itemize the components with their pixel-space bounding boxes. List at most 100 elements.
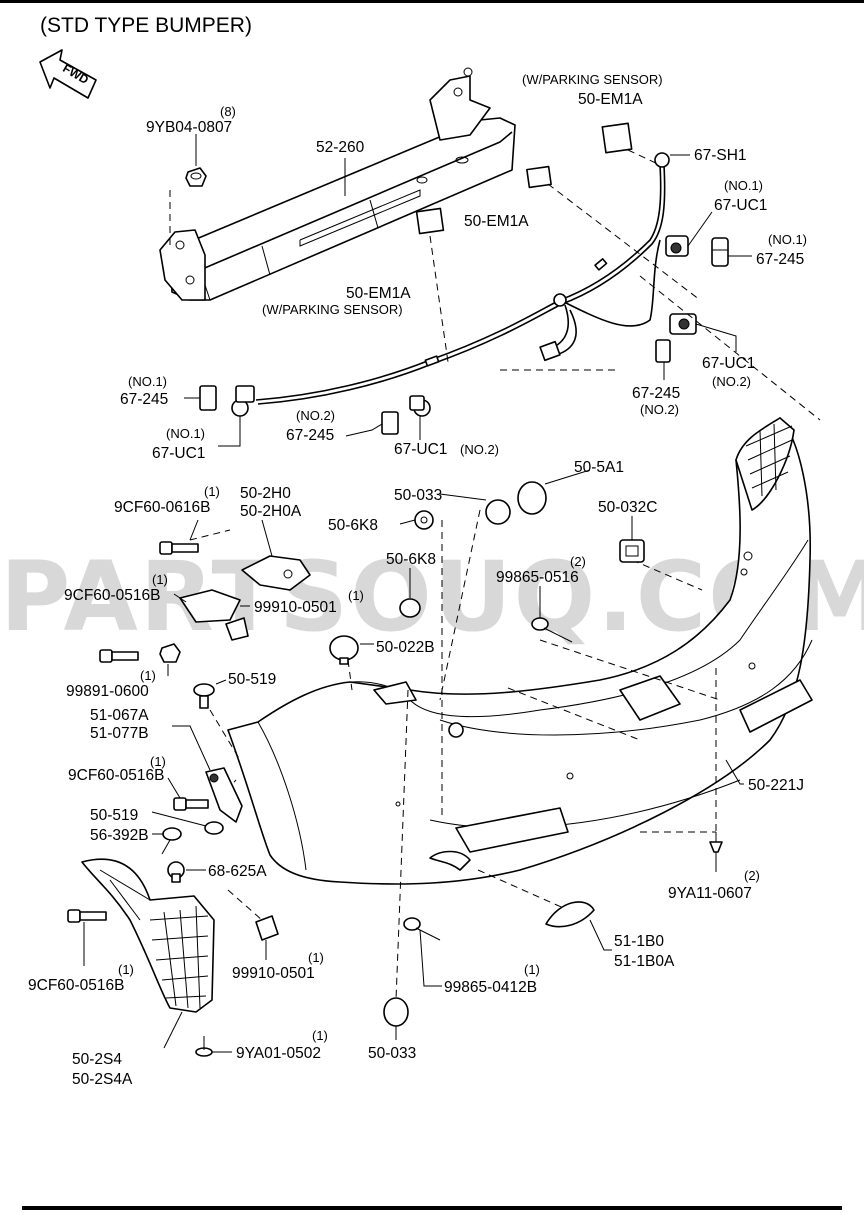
part-label: 56-392B [90,827,149,844]
foam-pad-low [415,207,445,235]
label-qty: (1) [118,962,134,977]
part-label: 67-245 [286,427,334,444]
leader-line [399,519,416,525]
cap-50-5a1 [517,481,547,515]
part-note: (W/PARKING SENSOR) [262,302,403,317]
label-qty: (1) [312,1028,328,1043]
grille-mesh-right [745,423,793,497]
part-label: 50-519 [228,671,276,688]
label-qty: (NO.2) [712,374,751,389]
sensor-left-no1 [231,385,255,417]
label-qty: (2) [744,868,760,883]
sensor-clip-left-no1 [199,385,217,411]
bolt-9cf60-0516b-b [173,797,209,811]
part-label: 67-UC1 [152,445,205,462]
parking-sensor-harness [255,152,670,405]
screw-56-392b [161,827,182,855]
screw-99865-0412b [403,917,441,941]
guide-line [227,889,263,921]
guide-line [539,639,721,701]
leader-line [695,323,737,352]
part-label: 9CF60-0516B [68,767,165,784]
screw-9ya11-0607 [709,832,723,853]
sensor-clip-mid-no2 [381,411,399,435]
mud-guard-50-2s4 [81,858,215,1013]
guide-line [631,559,703,591]
grommet-50-6k8-a [414,510,434,530]
guide-line [347,659,353,691]
leader-line [544,469,591,485]
label-qty: (1) [150,754,166,769]
part-label: 9CF60-0516B [64,587,161,604]
bracket-51-067a [205,767,243,823]
reflector-51-1b0 [545,901,595,928]
bumper-reinforcement-part [159,67,516,301]
part-label: 51-077B [90,725,149,742]
leader-line [589,919,612,951]
fwd-arrow-icon: FWD [39,49,97,99]
guide-line [209,709,241,761]
label-qty: (NO.1) [166,426,205,441]
label-qty: (NO.2) [460,442,499,457]
leader-line [439,493,487,501]
clip-99910-0501-a [225,617,249,641]
screw-9ya01-0502 [195,1036,213,1057]
nut-icon [185,167,207,187]
part-label: 99891-0600 [66,683,149,700]
part-label: 9CF60-0516B [28,977,125,994]
guide-line [627,149,661,166]
part-label: 99910-0501 [232,965,315,982]
clip-50-032c [619,539,645,563]
part-label: 9YA01-0502 [236,1045,321,1062]
part-label: 51-1B0 [614,933,664,950]
bolt-9cf60-0516b-c [67,909,107,923]
cap-50-033-top [485,499,511,525]
part-label: 50-221J [748,777,804,794]
leader-line [163,1011,183,1049]
label-qty: (NO.2) [296,408,335,423]
nut-99891-0600 [159,643,181,663]
part-label: 67-UC1 [702,355,755,372]
sensor-clip-right-no2 [655,339,671,363]
sensor-mid-no2 [409,395,431,417]
part-label: 50-5A1 [574,459,624,476]
part-label: 50-2S4 [72,1051,122,1068]
label-qty: (NO.1) [128,374,167,389]
label-qty: (1) [348,588,364,603]
part-label: 68-625A [208,863,267,880]
part-label: 51-067A [90,707,149,724]
part-label: 50-EM1A [346,285,411,302]
label-qty: (1) [308,950,324,965]
label-qty: (1) [140,668,156,683]
guide-line [477,869,569,911]
leader-line [189,519,199,541]
rivet-50-519-b [204,821,224,835]
label-qty: (1) [204,484,220,499]
guide-line [395,689,409,1001]
guide-line [189,529,231,541]
part-label: 50-EM1A [578,91,643,108]
part-label: 9YA11-0607 [668,885,752,902]
bracket-9cf60-0516b-a [179,589,241,623]
part-label: 67-245 [756,251,804,268]
part-label: 67-245 [632,385,680,402]
part-label: 52-260 [316,139,365,156]
foam-pad-mid [526,165,552,189]
part-label: 50-6K8 [328,517,378,534]
part-label: 50-2S4A [72,1071,133,1088]
foam-pad-top [601,122,633,154]
clip-68-625a [167,861,185,883]
part-note: (W/PARKING SENSOR) [522,72,663,87]
guide-line [547,183,701,301]
leader-line [725,759,744,785]
label-qty: (NO.2) [640,402,679,417]
label-qty: (NO.1) [724,178,763,193]
leader-line [419,929,442,987]
leader-line [167,777,181,799]
sensor-bracket-right-no1 [665,235,689,257]
part-label: 51-1B0A [614,953,675,970]
cap-50-033-bottom [383,997,409,1027]
guide-line [429,235,449,363]
